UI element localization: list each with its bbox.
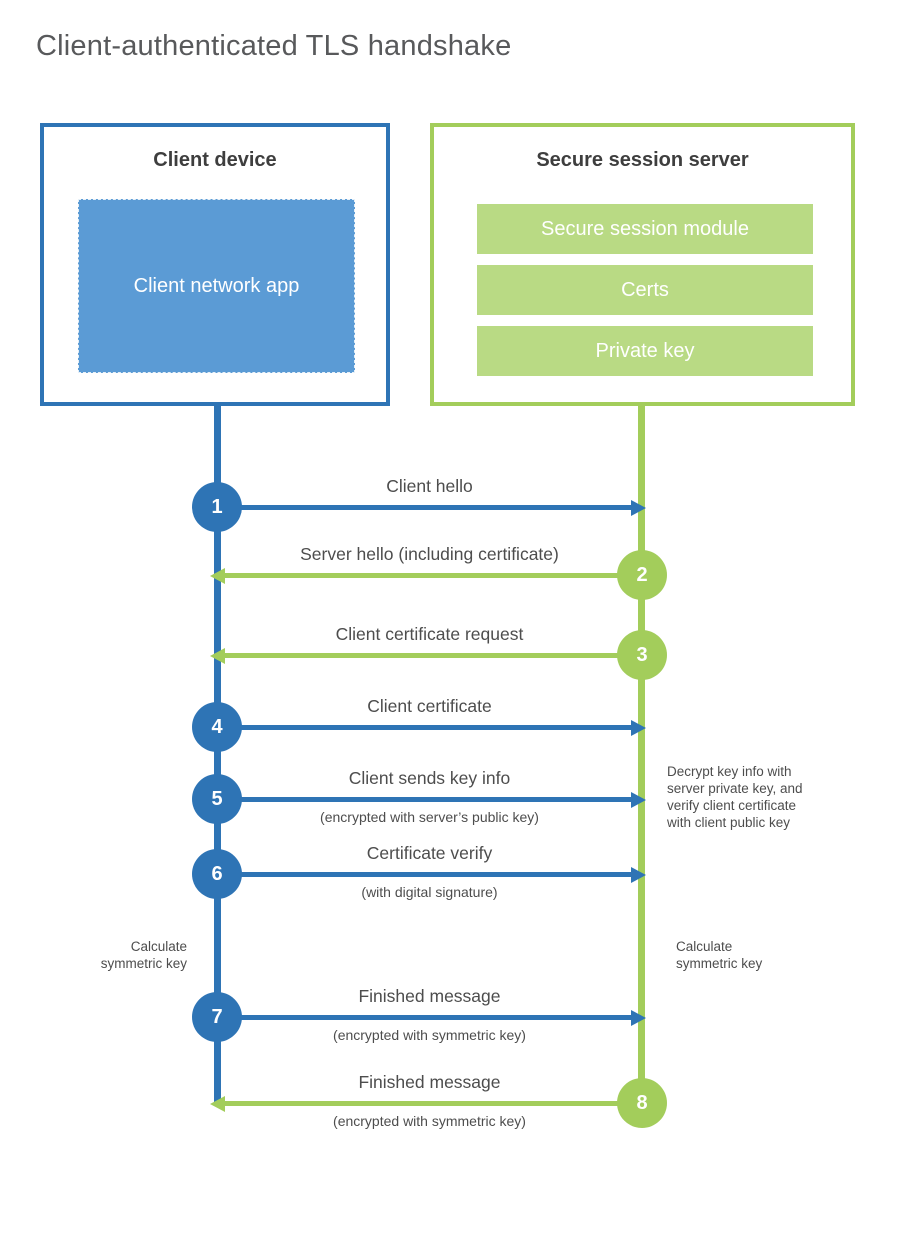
step-circle-4: 4 xyxy=(192,702,242,752)
arrow-client-certificate-request xyxy=(210,648,642,664)
arrowhead-right-icon xyxy=(631,1010,646,1026)
server-calculate-symmetric-key-note: Calculate symmetric key xyxy=(676,938,816,972)
step-circle-3: 3 xyxy=(617,630,667,680)
arrow-certificate-verify xyxy=(217,867,646,883)
note-line: symmetric key xyxy=(100,956,187,971)
secure-session-server-box: Secure session server Secure session mod… xyxy=(430,123,855,406)
server-decrypt-note: Decrypt key info with server private key… xyxy=(667,763,847,831)
message-sublabel-encrypted-server-public-key: (encrypted with server’s public key) xyxy=(320,809,539,825)
arrowhead-left-icon xyxy=(210,648,225,664)
client-device-box: Client device Client network app xyxy=(40,123,390,406)
message-label-finished-message-server: Finished message xyxy=(358,1072,501,1092)
arrowhead-right-icon xyxy=(631,792,646,808)
message-label-finished-message-client: Finished message xyxy=(358,986,501,1006)
step-circle-6: 6 xyxy=(192,849,242,899)
arrow-client-hello xyxy=(217,500,646,516)
arrowhead-left-icon xyxy=(210,568,225,584)
note-line: Calculate xyxy=(676,939,733,954)
note-line: verify client certificate xyxy=(667,798,797,813)
message-label-server-hello: Server hello (including certificate) xyxy=(300,544,559,564)
arrowhead-left-icon xyxy=(210,1096,225,1112)
arrow-server-hello xyxy=(210,568,642,584)
message-sublabel-encrypted-symmetric-key-2: (encrypted with symmetric key) xyxy=(333,1113,526,1129)
secure-session-server-title: Secure session server xyxy=(536,149,749,171)
step-circle-5: 5 xyxy=(192,774,242,824)
server-module-private-key: Private key xyxy=(477,326,813,376)
note-line: Decrypt key info with xyxy=(667,764,792,779)
arrow-finished-message-client xyxy=(217,1010,646,1026)
server-module-secure-session: Secure session module xyxy=(477,204,813,254)
server-lifeline xyxy=(638,404,645,1103)
note-line: Calculate xyxy=(130,939,187,954)
message-label-client-hello: Client hello xyxy=(386,476,473,496)
step-circle-1: 1 xyxy=(192,482,242,532)
arrowhead-right-icon xyxy=(631,720,646,736)
note-line: with client public key xyxy=(667,815,791,830)
step-number: 8 xyxy=(636,1091,648,1114)
step-number: 3 xyxy=(636,643,648,666)
step-number: 5 xyxy=(211,787,223,810)
step-number: 6 xyxy=(211,862,223,885)
step-number: 1 xyxy=(211,495,223,518)
client-lifeline xyxy=(214,404,221,1106)
step-circle-7: 7 xyxy=(192,992,242,1042)
message-label-client-certificate: Client certificate xyxy=(367,696,492,716)
page-title: Client-authenticated TLS handshake xyxy=(36,30,512,62)
message-label-client-certificate-request: Client certificate request xyxy=(335,624,524,644)
server-module-certs: Certs xyxy=(477,265,813,315)
arrowhead-right-icon xyxy=(631,867,646,883)
step-number: 2 xyxy=(636,563,648,586)
step-number: 7 xyxy=(211,1005,223,1028)
message-label-client-sends-key-info: Client sends key info xyxy=(348,768,511,788)
client-calculate-symmetric-key-note: Calculate symmetric key xyxy=(47,938,187,972)
client-device-title: Client device xyxy=(153,149,277,171)
arrow-finished-message-server xyxy=(210,1096,642,1112)
arrow-client-sends-key-info xyxy=(217,792,646,808)
arrowhead-right-icon xyxy=(631,500,646,516)
message-sublabel-digital-signature: (with digital signature) xyxy=(361,884,498,900)
note-line: symmetric key xyxy=(676,956,763,971)
step-circle-2: 2 xyxy=(617,550,667,600)
note-line: server private key, and xyxy=(667,781,803,796)
message-sublabel-encrypted-symmetric-key-1: (encrypted with symmetric key) xyxy=(333,1027,526,1043)
step-circle-8: 8 xyxy=(617,1078,667,1128)
client-network-app-box: Client network app xyxy=(78,199,355,373)
message-label-certificate-verify: Certificate verify xyxy=(366,843,493,863)
arrow-client-certificate xyxy=(217,720,646,736)
step-number: 4 xyxy=(211,715,223,738)
